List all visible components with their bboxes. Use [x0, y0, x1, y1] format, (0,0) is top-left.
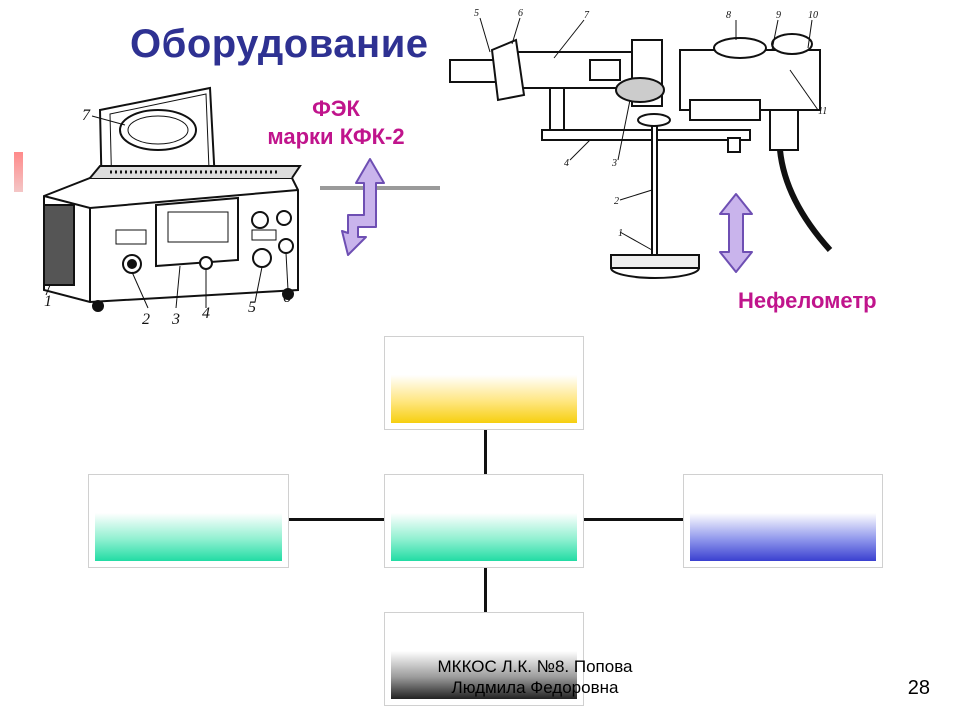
nephelometer-label-10: 10	[808, 10, 818, 21]
nephelometer-label-9: 9	[776, 10, 781, 21]
diagram-box-top	[384, 336, 584, 430]
photometer-label-3: 3	[171, 311, 180, 328]
nephelometer-label-2: 2	[614, 196, 619, 207]
connector-right	[582, 518, 683, 521]
page-number: 28	[907, 677, 930, 699]
nephelometer-label-4: 4	[564, 158, 569, 169]
nephelometer-caption: Нефелометр	[738, 288, 877, 313]
photometer-label-7: 7	[82, 107, 91, 124]
footer-author: МККОС Л.К. №8. Попова Людмила Федоровна	[405, 656, 665, 698]
fek-caption: ФЭК марки КФК-2	[236, 95, 436, 151]
u-turn-arrow	[341, 158, 385, 256]
connector-bottom	[484, 566, 487, 612]
connector-left	[287, 518, 384, 521]
decorative-red-bar	[14, 152, 23, 192]
photometer-label-2: 2	[142, 311, 150, 328]
nephelometer-label-1: 1	[618, 228, 623, 239]
photometer-label-4: 4	[202, 305, 210, 322]
nephelometer-label-7: 7	[584, 10, 590, 21]
diagram-box-left	[88, 474, 289, 568]
diagram-box-center	[384, 474, 584, 568]
fek-caption-line1: ФЭК	[312, 96, 360, 121]
diagram-box-right	[683, 474, 883, 568]
double-arrow	[719, 193, 753, 273]
separator-line	[320, 186, 440, 190]
nephelometer-label-5: 5	[474, 8, 479, 19]
fek-caption-line2: марки КФК-2	[267, 124, 405, 149]
nephelometer-label-8: 8	[726, 10, 731, 21]
diagram-box-bottom	[384, 612, 584, 706]
photometer-label-6: 6	[283, 289, 291, 306]
photometer-label-5: 5	[248, 299, 256, 316]
footer-line1: МККОС Л.К. №8. Попова	[437, 657, 633, 676]
connector-top	[484, 428, 487, 474]
nephelometer-illustration: 1 2 3 4 5 6 7 8 9 10 11	[449, 8, 833, 279]
photometer-label-1: 1	[44, 293, 52, 310]
footer-line2: Людмила Федоровна	[451, 678, 619, 697]
nephelometer-label-11: 11	[818, 106, 827, 117]
photometer-illustration: 1 2 3 4 5 6 7	[43, 86, 302, 328]
slide-title: Оборудование	[130, 22, 429, 66]
nephelometer-label-3: 3	[611, 158, 617, 169]
nephelometer-label-6: 6	[518, 8, 523, 19]
